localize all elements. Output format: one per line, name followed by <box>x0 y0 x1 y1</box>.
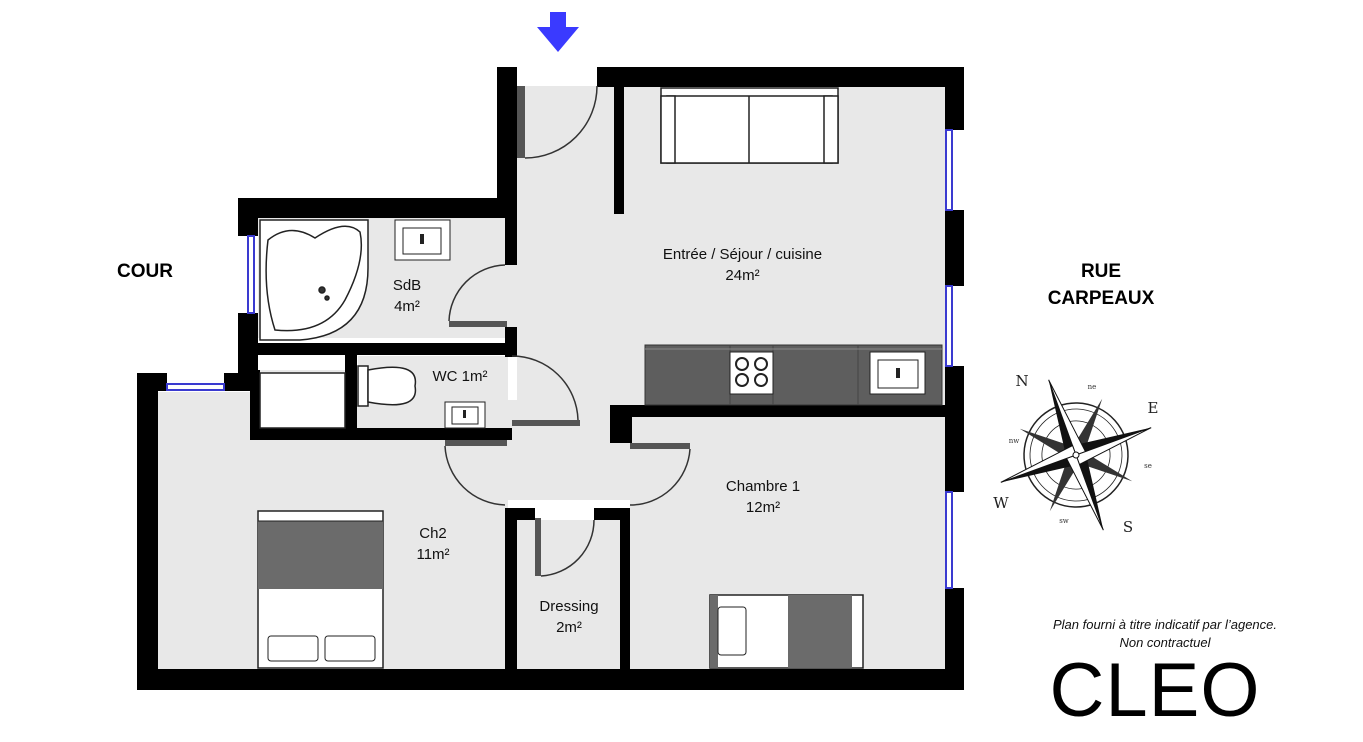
shower <box>259 372 346 429</box>
double-bed <box>257 510 384 669</box>
walls <box>137 67 964 690</box>
brand-logo: CLEO <box>1049 648 1261 733</box>
room-area: 11m² <box>416 546 450 563</box>
dressing-door <box>535 518 595 577</box>
wc-sink <box>444 401 486 429</box>
compass-se: se <box>1144 462 1152 470</box>
compass-sw: sw <box>1059 517 1069 525</box>
room-name: Dressing <box>539 598 599 615</box>
compass-s: S <box>1123 518 1133 536</box>
disclaimer-line2: Non contractuel <box>1119 635 1211 650</box>
entry-arrow-icon <box>537 12 579 52</box>
sofa <box>660 87 839 164</box>
windows <box>166 129 953 589</box>
street-line2: CARPEAUX <box>1047 288 1155 309</box>
wc-door <box>511 355 580 426</box>
room-label-ch2: Ch2 11m² <box>401 523 465 565</box>
room-name: SdB <box>392 277 422 294</box>
bedroom2-door <box>444 440 507 506</box>
compass-e: E <box>1148 399 1159 417</box>
room-name: Entrée / Séjour / cuisine <box>662 246 823 263</box>
room-name: Ch2 <box>419 525 447 542</box>
room-name: Chambre 1 <box>725 478 801 495</box>
room-label-sejour: Entrée / Séjour / cuisine 24m² <box>640 244 845 286</box>
compass-labels: N E S W ne nw se sw <box>993 372 1158 536</box>
disclaimer-line1: Plan fourni à titre indicatif par l’agen… <box>1052 617 1277 632</box>
room-area: 4m² <box>394 298 420 315</box>
room-area: 24m² <box>725 267 760 284</box>
bathroom-sink <box>394 219 451 261</box>
room-label-wc: WC 1m² <box>420 366 500 387</box>
compass-nw: nw <box>1009 437 1020 445</box>
entry-door <box>517 85 598 159</box>
room-label-sdb: SdB 4m² <box>380 275 434 317</box>
kitchen-sink <box>869 351 926 395</box>
compass-rose-icon <box>1000 379 1152 531</box>
bathroom-door <box>448 264 507 327</box>
street-line1: RUE <box>1080 261 1122 282</box>
disclaimer: Plan fourni à titre indicatif par l’agen… <box>1025 616 1305 652</box>
room-name: WC 1m² <box>432 368 488 385</box>
toilet <box>357 365 417 407</box>
room-area: 2m² <box>556 619 582 636</box>
single-bed <box>709 594 864 669</box>
stove <box>729 351 774 395</box>
room-area: 12m² <box>745 499 781 516</box>
compass-n: N <box>1015 372 1028 390</box>
side-label-cour: COUR <box>117 261 173 282</box>
bathtub <box>259 219 369 341</box>
compass-ne: ne <box>1088 383 1097 391</box>
side-label-rue: RUE CARPEAUX <box>1030 258 1172 312</box>
room-label-chambre1: Chambre 1 12m² <box>708 476 818 518</box>
bedroom1-door <box>629 443 691 506</box>
room-label-dressing: Dressing 2m² <box>526 596 612 638</box>
compass-w: W <box>993 494 1009 512</box>
